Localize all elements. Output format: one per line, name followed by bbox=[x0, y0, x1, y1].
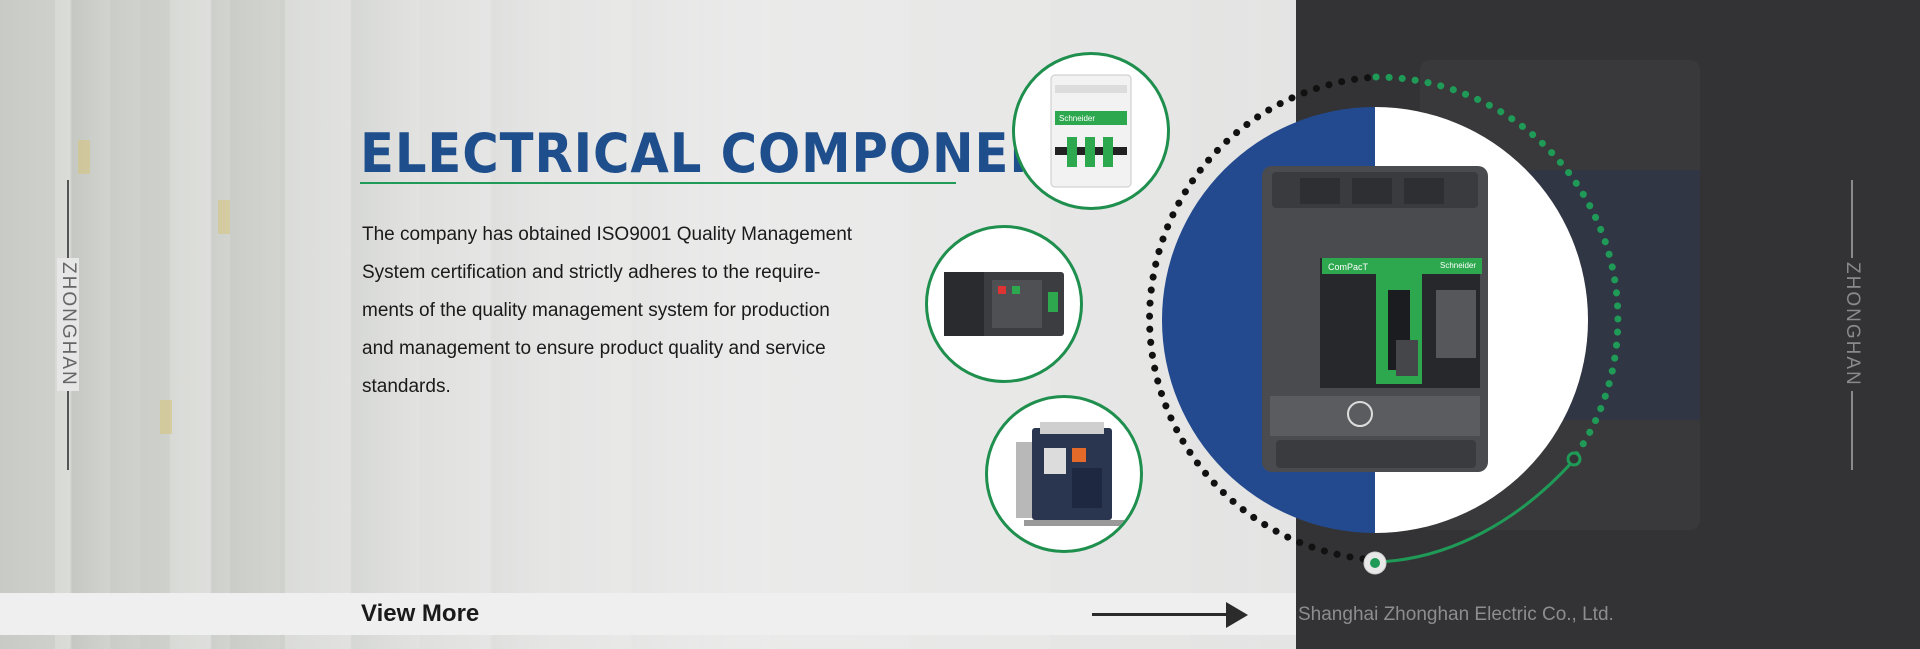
product-thumb-acb[interactable] bbox=[985, 395, 1143, 553]
miniature-breaker-image: Schneider bbox=[1050, 74, 1132, 188]
description-line: and management to ensure product quality… bbox=[362, 338, 826, 359]
description-line: standards. bbox=[362, 376, 451, 397]
description-line: ments of the quality management system f… bbox=[362, 300, 830, 321]
miniature-brand-label: Schneider bbox=[1059, 114, 1095, 123]
title-underline bbox=[360, 182, 956, 184]
description-line: System certification and strictly adhere… bbox=[362, 262, 821, 283]
view-more-link[interactable]: View More bbox=[361, 600, 480, 627]
description-line: The company has obtained ISO9001 Quality… bbox=[362, 224, 853, 245]
green-dotted-arc bbox=[1372, 73, 1622, 462]
green-connector-line bbox=[1374, 458, 1576, 564]
air-breaker-image bbox=[944, 272, 1064, 336]
page-title: ELECTRICAL COMPONENTS bbox=[360, 122, 1124, 185]
black-dotted-arc bbox=[1146, 73, 1380, 564]
connector-node bbox=[1566, 451, 1582, 467]
description-text: The company has obtained ISO9001 Quality… bbox=[362, 216, 902, 406]
breaker-series-label: ComPacT bbox=[1328, 262, 1369, 272]
breaker-brand-label: Schneider bbox=[1440, 261, 1476, 270]
product-thumb-miniature-breaker[interactable]: Schneider bbox=[1012, 52, 1170, 210]
product-thumb-air-breaker[interactable] bbox=[925, 225, 1083, 383]
bottom-band bbox=[0, 593, 1296, 635]
company-name: Shanghai Zhonghan Electric Co., Ltd. bbox=[1298, 604, 1614, 625]
acb-image bbox=[1016, 422, 1124, 526]
